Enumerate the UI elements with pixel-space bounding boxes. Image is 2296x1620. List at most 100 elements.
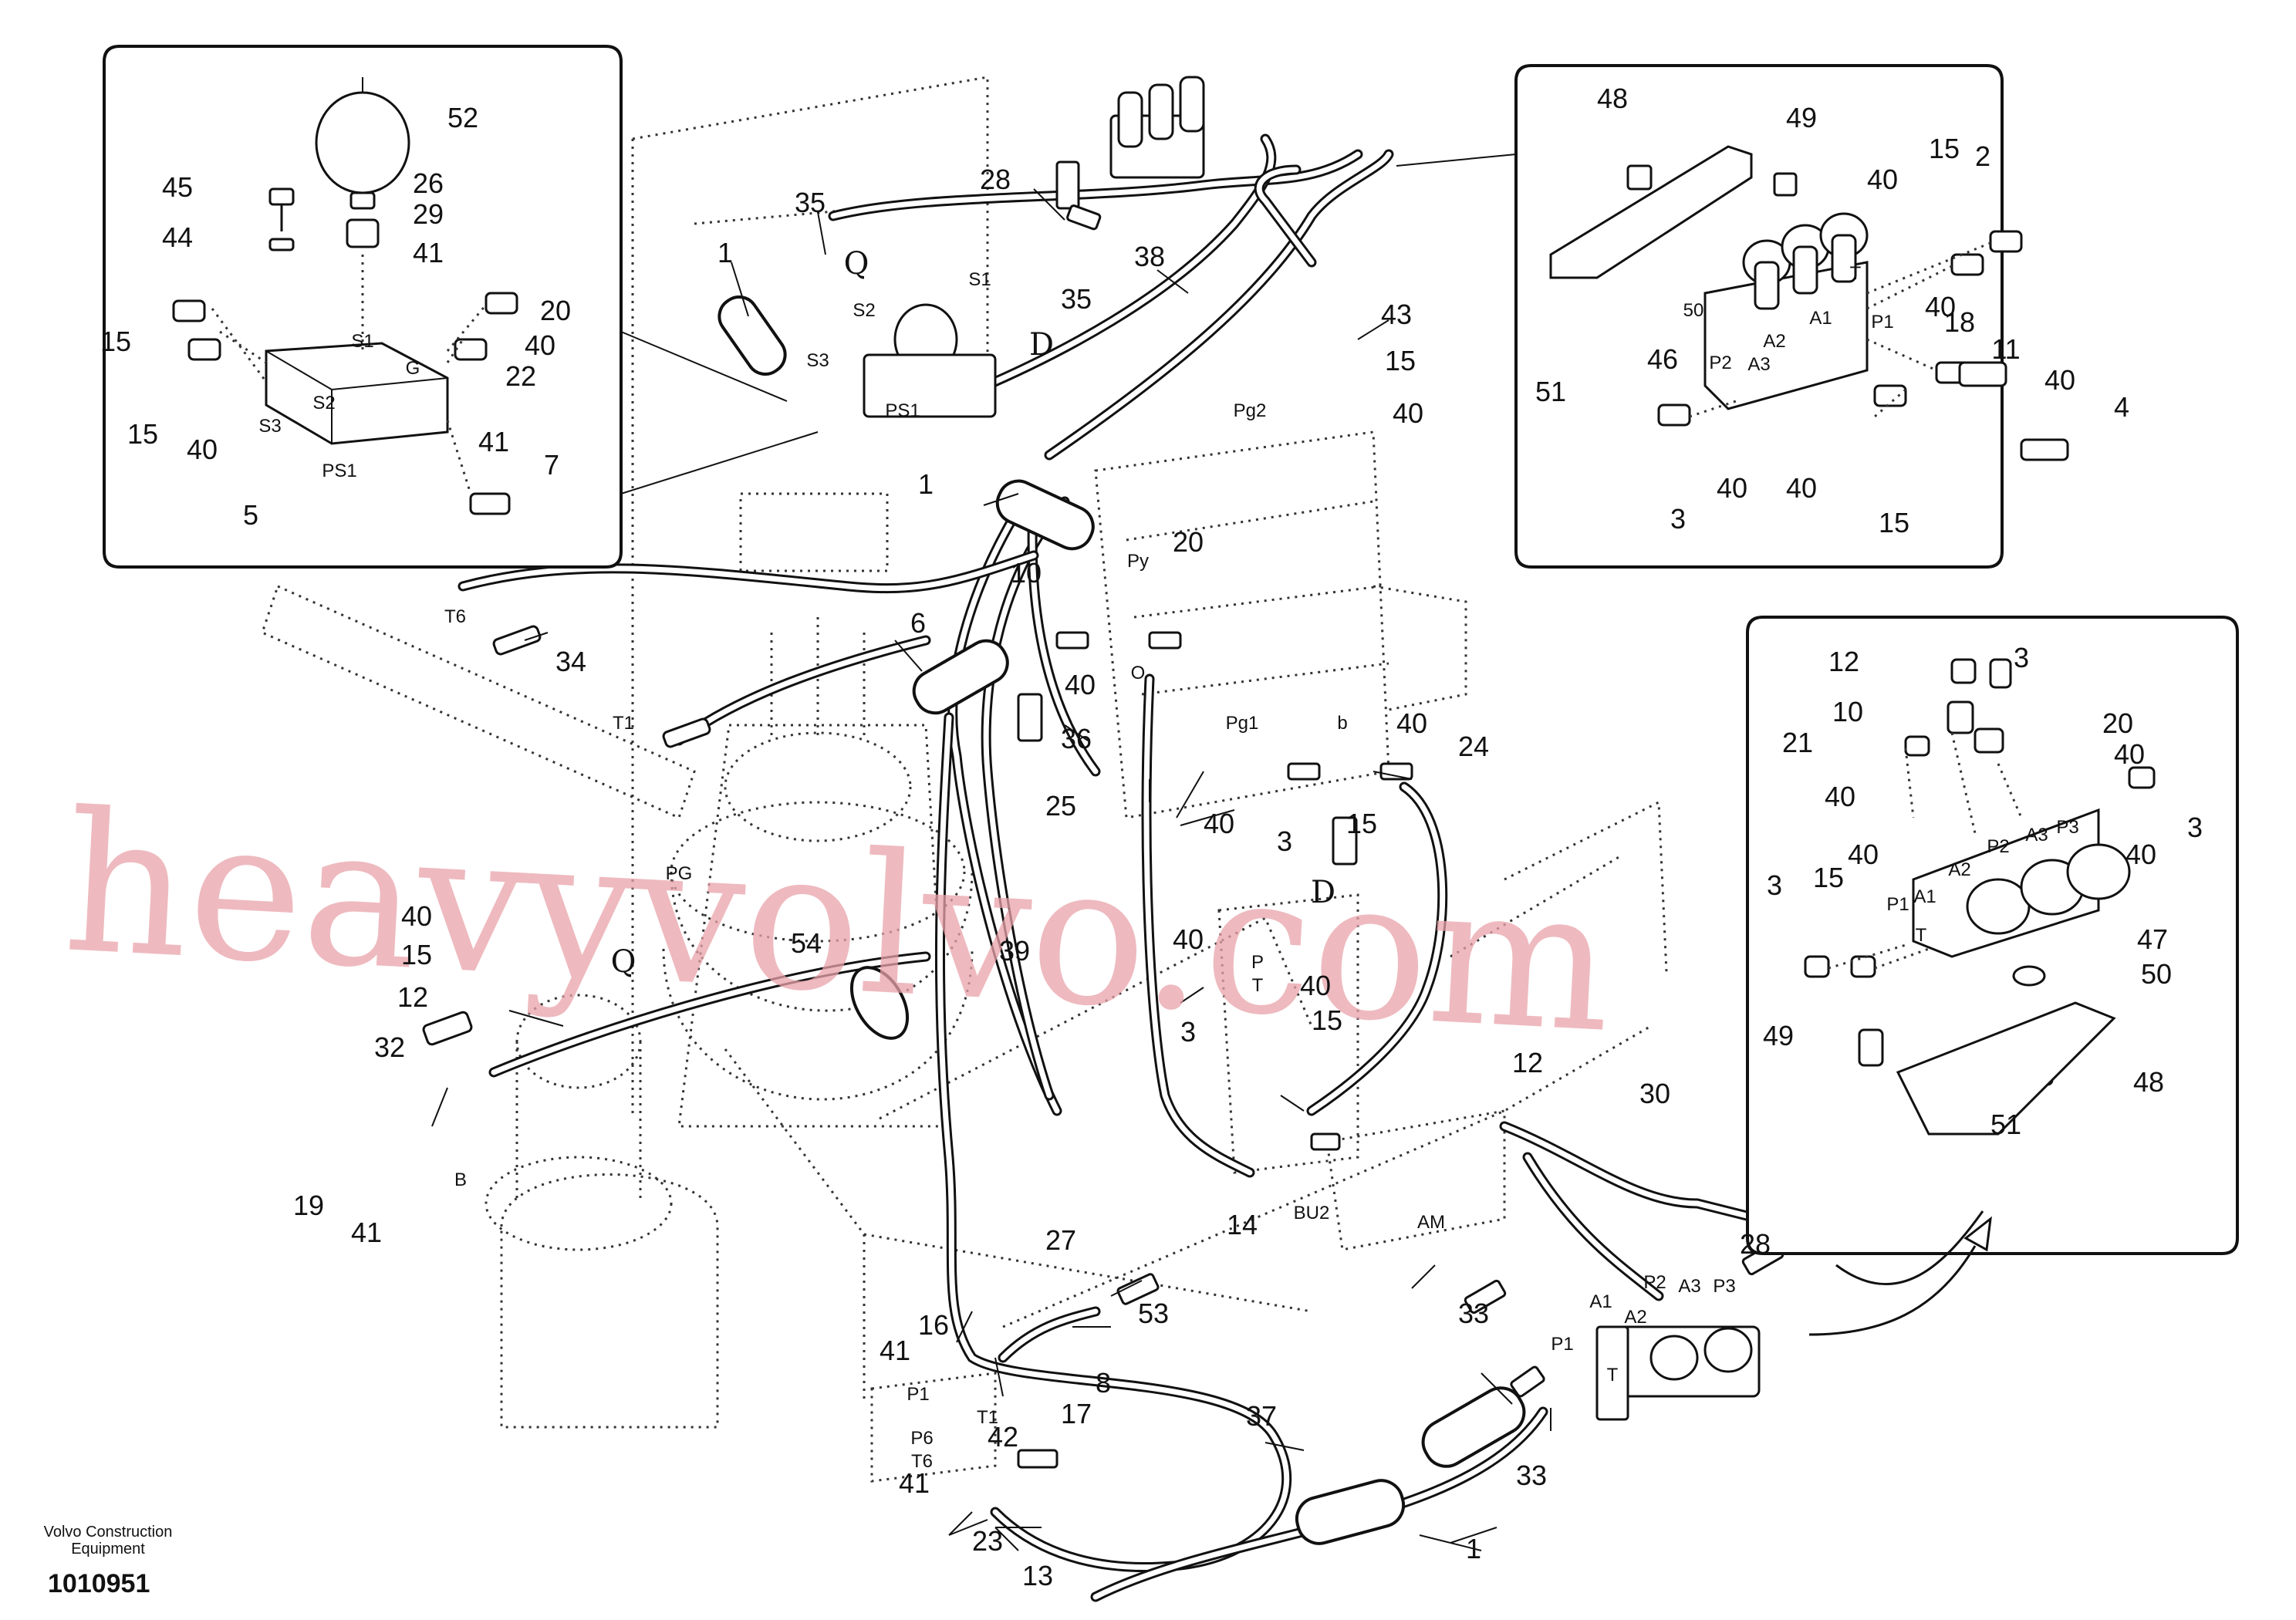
callout-s40a: 40 xyxy=(1825,781,1855,812)
callout-r2: 2 xyxy=(1975,140,1990,172)
callout-c19: 19 xyxy=(293,1190,324,1221)
callout-s15: 15 xyxy=(1813,862,1844,893)
callout-cB: B xyxy=(454,1169,467,1190)
callout-r40b: 40 xyxy=(1925,291,1956,322)
callout-c3b: 3 xyxy=(1180,1016,1196,1048)
callout-s3c: 3 xyxy=(1767,869,1782,901)
callout-r11: 11 xyxy=(1991,333,2020,365)
callout-c38: 38 xyxy=(1134,241,1165,272)
callout-cT1a: T1 xyxy=(613,713,634,734)
callout-c54: 54 xyxy=(791,927,822,959)
callout-cPg2: Pg2 xyxy=(1234,400,1267,421)
callout-sT: T xyxy=(1916,925,1927,946)
callout-cP: P xyxy=(1251,952,1264,973)
callout-c28a: 28 xyxy=(980,164,1011,195)
callout-c1c: 1 xyxy=(1466,1533,1481,1564)
inset-solenoid-valve xyxy=(1396,64,2069,569)
callout-lS3: S3 xyxy=(258,416,281,437)
callout-c34: 34 xyxy=(555,646,586,677)
callout-c30: 30 xyxy=(1639,1078,1670,1109)
callout-c33a: 33 xyxy=(1458,1298,1489,1329)
callout-r48: 48 xyxy=(1597,83,1628,114)
callout-lPS1: PS1 xyxy=(322,461,356,481)
callout-cPg1: Pg1 xyxy=(1226,713,1259,734)
callout-cA1: A1 xyxy=(1589,1291,1612,1312)
callout-l15b: 15 xyxy=(127,418,158,450)
callout-rP2: P2 xyxy=(1709,353,1731,373)
leader-lines xyxy=(431,188,1551,1551)
callout-l15a: 15 xyxy=(100,326,131,357)
callout-cPy: Py xyxy=(1127,551,1149,572)
callout-c37: 37 xyxy=(1246,1400,1277,1432)
callout-cQa: Q xyxy=(844,246,869,282)
callout-rA1: A1 xyxy=(1809,308,1832,329)
callout-r15a: 15 xyxy=(1929,133,1960,164)
callout-c12a: 12 xyxy=(397,981,428,1013)
callout-c13: 13 xyxy=(1022,1560,1053,1591)
callout-cDb: D xyxy=(1311,875,1335,910)
callout-s10: 10 xyxy=(1832,696,1863,727)
callout-c40f: 40 xyxy=(1173,923,1204,955)
callout-r50: 50 xyxy=(1683,300,1704,321)
callout-r4: 4 xyxy=(2114,391,2129,423)
callout-cT6b: T6 xyxy=(911,1451,933,1472)
callout-r15b: 15 xyxy=(1879,507,1909,538)
callout-c1b: 1 xyxy=(918,468,934,500)
callout-cb: b xyxy=(1337,713,1347,734)
callout-c43: 43 xyxy=(1381,299,1412,330)
callout-cA3: A3 xyxy=(1678,1276,1700,1297)
callout-r49: 49 xyxy=(1786,102,1817,133)
callout-c17: 17 xyxy=(1061,1398,1092,1429)
callout-c15b: 15 xyxy=(1346,808,1377,839)
callout-c3a: 3 xyxy=(1277,825,1292,857)
callout-lG: G xyxy=(406,358,420,379)
callout-c40c: 40 xyxy=(1396,707,1427,739)
callout-l41a: 41 xyxy=(413,237,444,268)
callout-r51: 51 xyxy=(1535,376,1566,407)
callout-l22: 22 xyxy=(505,360,536,392)
callout-c15c: 15 xyxy=(401,939,432,970)
document-number: 1010951 xyxy=(48,1569,150,1598)
callout-sP1: P1 xyxy=(1886,894,1909,915)
callout-cBU2: BU2 xyxy=(1294,1203,1330,1223)
callout-rA3: A3 xyxy=(1747,354,1770,375)
callout-cA2: A2 xyxy=(1624,1307,1646,1328)
callout-s40c: 40 xyxy=(2125,839,2156,870)
callout-sA2: A2 xyxy=(1948,859,1970,880)
callout-l40a: 40 xyxy=(525,329,555,361)
callout-c32: 32 xyxy=(374,1031,405,1063)
callout-l20: 20 xyxy=(540,295,571,326)
callout-cP1b: P1 xyxy=(1551,1334,1573,1355)
hose-runs xyxy=(458,133,1764,1602)
callout-cP3: P3 xyxy=(1713,1276,1735,1297)
callout-l29: 29 xyxy=(413,198,444,230)
callout-cO: O xyxy=(1131,663,1146,683)
callout-cT6: T6 xyxy=(444,606,466,627)
callout-c16: 16 xyxy=(918,1309,949,1341)
fittings xyxy=(422,76,1784,1469)
callout-s12: 12 xyxy=(1828,646,1859,677)
callout-c53: 53 xyxy=(1138,1298,1169,1329)
callout-cT1b: T1 xyxy=(977,1407,998,1428)
callout-l41b: 41 xyxy=(478,426,509,457)
callout-r46: 46 xyxy=(1647,343,1678,375)
machine-outline xyxy=(261,76,1668,1483)
callout-c41a: 41 xyxy=(351,1217,382,1248)
callout-s48: 48 xyxy=(2133,1066,2164,1098)
callout-sP3: P3 xyxy=(2056,817,2078,838)
company-line2: Equipment xyxy=(71,1541,145,1558)
callout-s21: 21 xyxy=(1782,727,1813,758)
callout-cPS1a: PS1 xyxy=(885,400,920,421)
callout-cS2a: S2 xyxy=(853,300,875,321)
callout-cP1a: P1 xyxy=(907,1384,929,1405)
callout-c42: 42 xyxy=(988,1421,1018,1453)
callout-r3: 3 xyxy=(1670,503,1686,535)
callout-c40g: 40 xyxy=(1300,970,1331,1001)
callout-l7: 7 xyxy=(544,449,559,481)
inset-boom-valve xyxy=(1746,616,2239,1336)
callout-s50: 50 xyxy=(2141,958,2172,990)
callout-c15a: 15 xyxy=(1385,345,1416,376)
callout-c40a: 40 xyxy=(1393,397,1423,429)
